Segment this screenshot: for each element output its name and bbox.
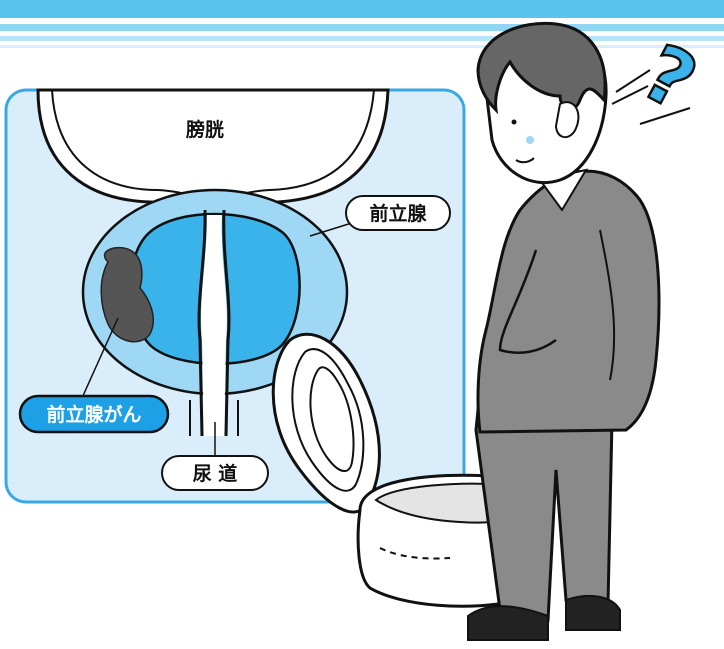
label-prostate-cancer-pill: 前立腺がん [18, 394, 170, 434]
label-bladder: 膀胱 [185, 118, 224, 141]
label-urethra: 尿 道 [193, 462, 238, 485]
toilet [271, 332, 522, 608]
label-prostate-cancer: 前立腺がん [46, 403, 141, 426]
urethra [197, 209, 231, 437]
cancer-lesion [100, 246, 154, 343]
label-prostate-pill: 前立腺 [345, 195, 451, 231]
label-urethra-pill: 尿 道 [161, 455, 269, 491]
svg-text:?: ? [628, 28, 710, 129]
question-mark-icon: ? [611, 27, 711, 130]
man-figure [467, 21, 661, 641]
label-prostate: 前立腺 [369, 202, 427, 225]
header-stripes [0, 0, 724, 48]
anatomy-panel [4, 88, 466, 504]
